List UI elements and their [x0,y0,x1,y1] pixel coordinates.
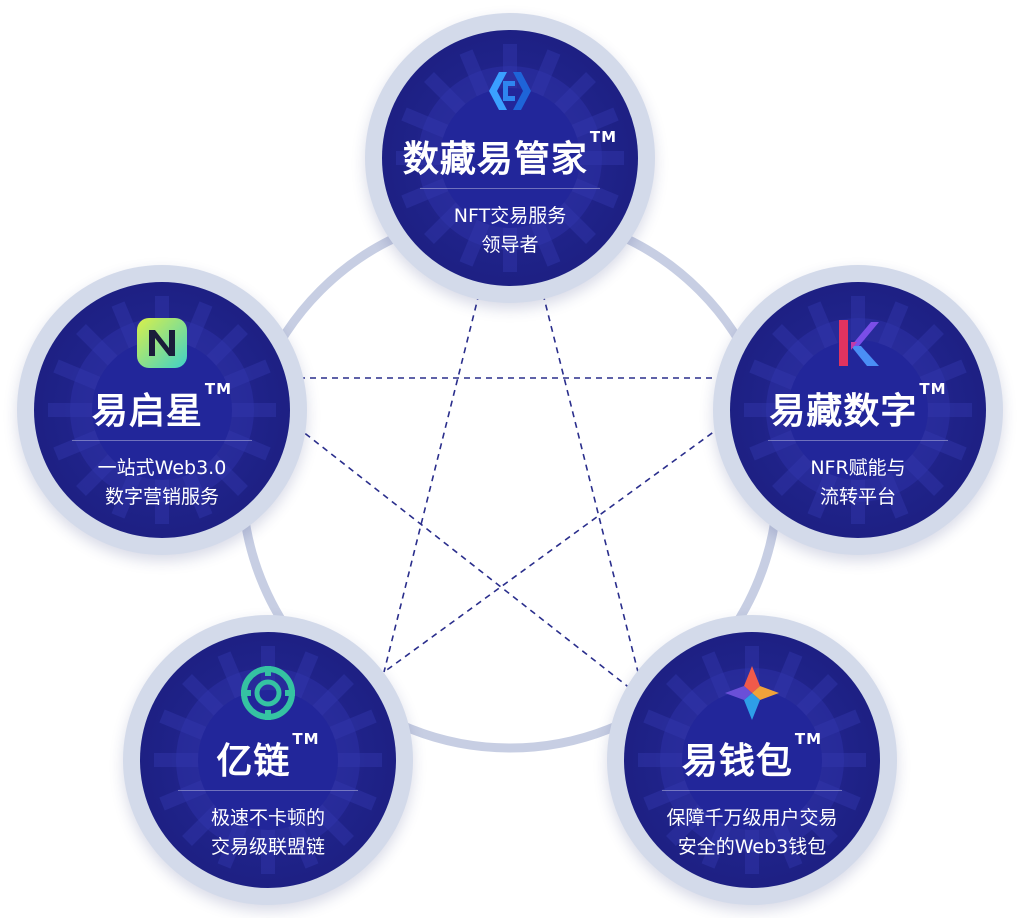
gear-background-icon [744,296,972,524]
chain-ring-logo-icon [241,666,295,720]
gear-background-icon [638,646,866,874]
node-description: NFT交易服务 领导者 [382,202,638,260]
node-title-text: 易启星 [91,391,203,432]
connector-left-to-bottom-right [287,419,646,701]
node-top[interactable]: 数藏易管家TM NFT交易服务 领导者 [365,13,655,303]
node-disc: 易钱包TM 保障千万级用户交易 安全的Web3钱包 [624,632,880,888]
node-description-line: 流转平台 [819,486,896,508]
connector-right-to-bottom-left [383,419,731,673]
trademark-mark: TM [292,730,320,748]
node-divider [178,790,358,791]
node-description-line: NFT交易服务 [453,205,567,227]
node-title-text: 数藏易管家 [402,139,588,180]
node-divider [662,790,842,791]
node-left[interactable]: 易启星TM 一站式Web3.0 数字营销服务 [17,265,307,555]
node-bottom-left[interactable]: 亿链TM 极速不卡顿的 交易级联盟链 [123,615,413,905]
node-disc: 易启星TM 一站式Web3.0 数字营销服务 [34,282,290,538]
node-title: 易钱包TM [624,730,880,784]
trademark-mark: TM [919,380,947,398]
node-description-line: NFR赋能与 [810,457,906,479]
trademark-mark: TM [204,380,233,398]
node-description-line: 交易级联盟链 [210,836,325,858]
gear-background-icon [48,296,276,524]
node-divider [420,188,600,189]
node-description-line: 极速不卡顿的 [210,807,325,829]
node-title: 易启星TM [34,380,290,434]
node-description: 一站式Web3.0 数字营销服务 [34,454,290,512]
node-divider [72,440,252,441]
node-title: 数藏易管家TM [382,128,638,182]
node-title-text: 易钱包 [681,741,793,782]
node-description-line: 一站式Web3.0 [97,457,227,479]
node-description: NFR赋能与 流转平台 [730,454,986,512]
e-bracket-logo-icon [489,72,531,110]
k-mark-logo-icon [839,320,879,366]
connector-top-to-bottom-right [534,261,646,701]
node-description: 保障千万级用户交易 安全的Web3钱包 [624,804,880,862]
gear-background-icon [396,44,624,272]
trademark-mark: TM [794,730,823,748]
node-description-line: 数字营销服务 [104,486,219,508]
node-disc: 数藏易管家TM NFT交易服务 领导者 [382,30,638,286]
connector-top-to-bottom-left [383,261,488,673]
node-right[interactable]: 易藏数字TM NFR赋能与 流转平台 [713,265,1003,555]
node-description-line: 安全的Web3钱包 [677,836,827,858]
node-disc: 易藏数字TM NFR赋能与 流转平台 [730,282,986,538]
compass-star-logo-icon [725,666,779,720]
node-bottom-right[interactable]: 易钱包TM 保障千万级用户交易 安全的Web3钱包 [607,615,897,905]
n-badge-logo-icon [137,318,187,368]
node-title: 易藏数字TM [730,380,986,434]
node-disc: 亿链TM 极速不卡顿的 交易级联盟链 [140,632,396,888]
node-divider [768,440,948,441]
node-title-text: 亿链 [216,741,291,782]
trademark-mark: TM [589,128,618,146]
node-description-line: 领导者 [481,234,539,256]
node-title-text: 易藏数字 [769,391,918,432]
node-title: 亿链TM [140,730,396,784]
node-description-line: 保障千万级用户交易 [666,807,838,829]
node-description: 极速不卡顿的 交易级联盟链 [140,804,396,862]
